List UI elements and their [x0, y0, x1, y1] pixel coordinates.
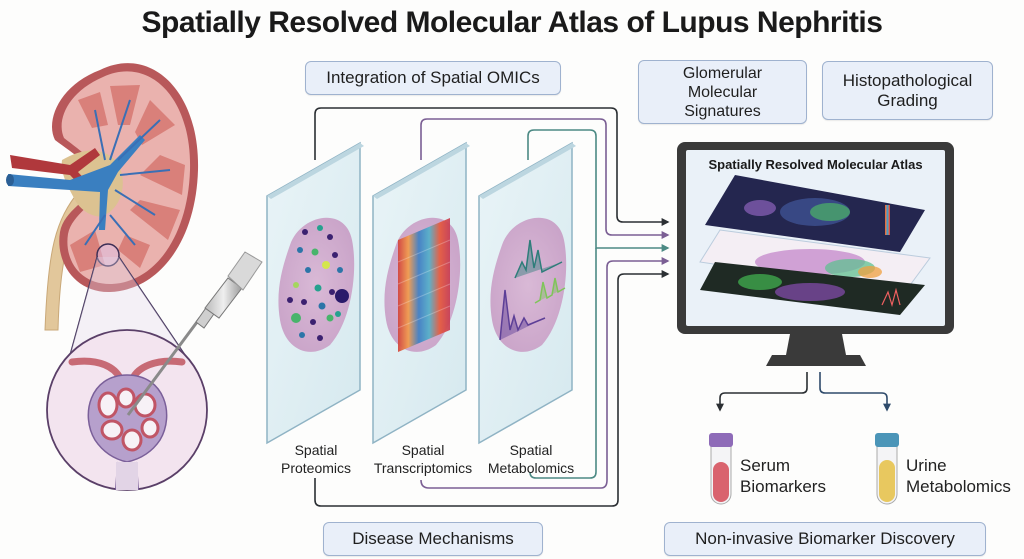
box-integration-label: Integration of Spatial OMICs	[326, 68, 540, 87]
label-urine-line1: Urine	[906, 456, 947, 475]
arrow-metabolomics-top	[527, 129, 670, 252]
needle-barrel	[227, 251, 263, 291]
box-biomarker-discovery-label: Non-invasive Biomarker Discovery	[695, 529, 955, 548]
box-glomerular-line1: Glomerular	[682, 64, 763, 82]
slide-transcriptomics	[372, 141, 470, 445]
biopsy-site	[96, 243, 120, 267]
label-spatial-transcriptomics: Spatial Transcriptomics	[366, 441, 480, 477]
monitor-neck	[786, 334, 846, 355]
monitor-base	[766, 355, 866, 366]
urine-tube	[875, 433, 899, 505]
arrow-to-urine	[819, 372, 891, 412]
spectrum-teal	[514, 239, 563, 279]
box-disease-mechanisms-label: Disease Mechanisms	[352, 529, 514, 548]
pyramid	[110, 85, 140, 125]
biopsy-needle	[126, 251, 263, 416]
label-transcriptomics-line2: Transcriptomics	[373, 460, 473, 476]
kidney-illustration	[6, 63, 199, 356]
protein-spots	[287, 225, 349, 341]
renal-vein	[8, 135, 145, 230]
serum-fluid	[713, 462, 729, 502]
slide-metabolomics	[478, 141, 576, 445]
box-histopathological-grading: Histopathological Grading	[822, 61, 993, 120]
needle-shaft	[126, 317, 202, 416]
serum-tube	[709, 433, 733, 505]
zoom-lines	[69, 256, 186, 356]
glomerulus-magnified	[46, 329, 208, 491]
serum-cap	[709, 433, 733, 447]
pyramid	[130, 200, 180, 240]
label-proteomics-line1: Spatial	[294, 442, 338, 458]
slide-edge	[479, 143, 576, 199]
spectrum-green	[534, 277, 566, 304]
pyramid	[140, 155, 185, 195]
vessel-branches	[84, 99, 171, 246]
spectrum-purple	[499, 289, 546, 341]
label-urine-line2: Metabolomics	[906, 477, 1011, 496]
label-metabolomics-line1: Spatial	[509, 442, 553, 458]
box-histopathological-line1: Histopathological	[842, 70, 973, 90]
arrow-to-serum	[716, 372, 808, 412]
figure-title: Spatially Resolved Molecular Atlas of Lu…	[141, 6, 883, 39]
box-disease-mechanisms: Disease Mechanisms	[323, 522, 543, 556]
label-serum-biomarkers: Serum Biomarkers	[740, 455, 826, 497]
tubule-fill	[116, 462, 138, 490]
monitor-title: Spatially Resolved Molecular Atlas	[708, 157, 923, 172]
zoom-cone	[70, 257, 185, 355]
slide-proteomics	[266, 141, 364, 445]
label-serum-line2: Biomarkers	[740, 477, 826, 496]
label-serum-line1: Serum	[740, 456, 791, 475]
arrow-proteomics-bottom	[314, 270, 670, 507]
heatmap	[398, 218, 450, 352]
box-histopathological-line2: Grading	[877, 90, 938, 110]
label-spatial-proteomics: Spatial Proteomics	[266, 441, 366, 477]
vein-opening	[6, 174, 14, 186]
urine-cap	[875, 433, 899, 447]
arrow-transcriptomics-top	[420, 118, 670, 239]
label-proteomics-line2: Proteomics	[280, 460, 352, 476]
box-integration-spatial-omics: Integration of Spatial OMICs	[305, 61, 561, 95]
arrow-metabolomics-bottom	[529, 248, 597, 479]
box-glomerular-line3: Signatures	[684, 102, 761, 120]
tissue-section	[490, 217, 567, 352]
slide-edge	[373, 143, 470, 199]
box-glomerular-line2: Molecular	[687, 83, 758, 101]
label-transcriptomics-line1: Spatial	[401, 442, 445, 458]
slide-edge	[267, 143, 364, 199]
box-glomerular-signatures: Glomerular Molecular Signatures	[638, 60, 807, 124]
label-metabolomics-line2: Metabolomics	[487, 460, 575, 476]
arrow-transcriptomics-bottom	[420, 257, 670, 489]
pyramid	[78, 92, 108, 128]
pyramid	[118, 235, 150, 268]
flow-arrows	[314, 107, 670, 507]
label-spatial-metabolomics: Spatial Metabolomics	[481, 441, 581, 477]
box-biomarker-discovery: Non-invasive Biomarker Discovery	[664, 522, 986, 556]
monitor	[677, 142, 954, 366]
label-urine-metabolomics: Urine Metabolomics	[906, 455, 1011, 497]
urine-fluid	[879, 460, 895, 502]
arrow-proteomics-top	[314, 107, 670, 226]
